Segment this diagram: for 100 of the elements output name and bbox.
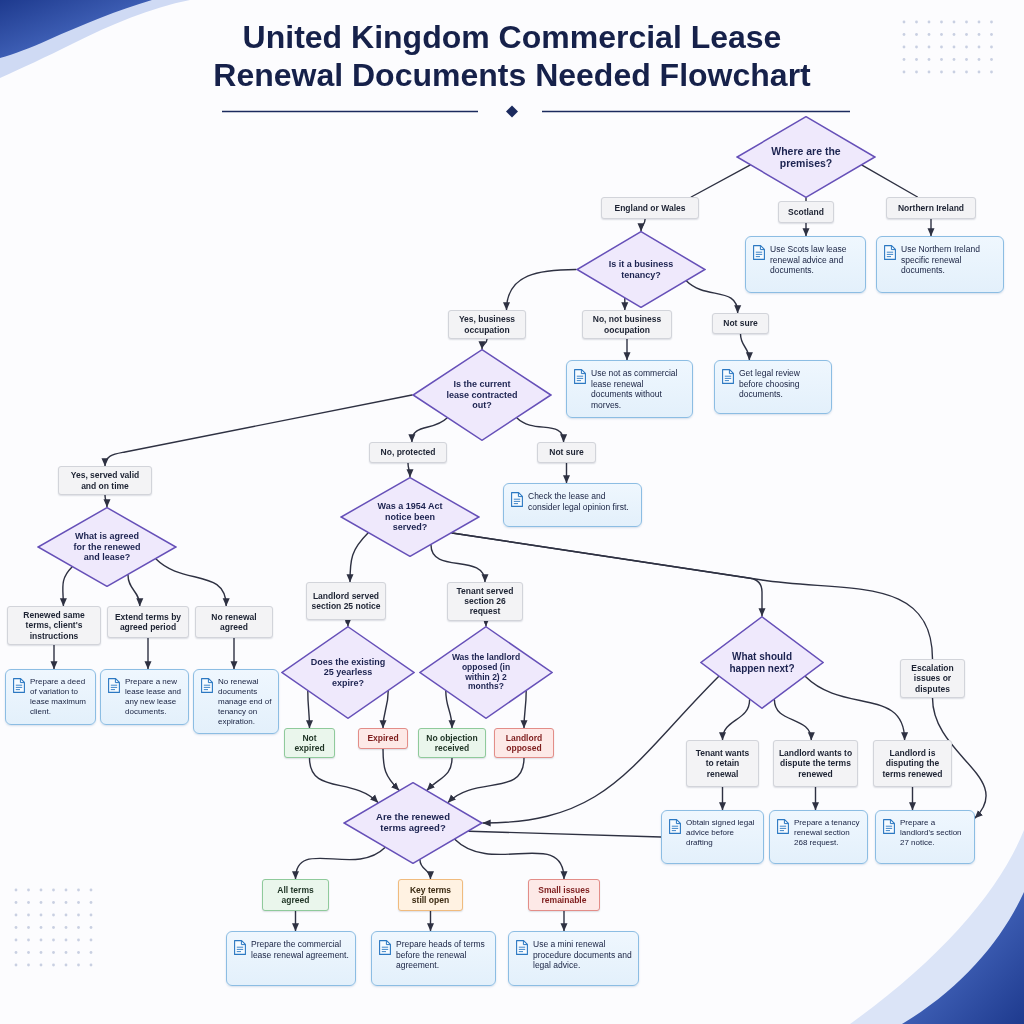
flow-arrow	[812, 786, 819, 811]
branch-label: Tenant wants to retain renewal	[686, 740, 759, 787]
flow-arrow	[520, 690, 528, 729]
result-text: Obtain signed legal advice before drafting	[686, 818, 756, 848]
flow-arrow	[293, 846, 386, 880]
result-card	[100, 669, 189, 725]
flow-arrow	[454, 838, 567, 880]
result-card	[714, 360, 832, 414]
flow-arrow	[479, 338, 488, 350]
flow-arrow	[482, 675, 720, 827]
decision-diamond	[700, 616, 824, 709]
decision-diamond	[576, 231, 706, 308]
result-text: Check the lease and consider legal opinion first.	[528, 491, 630, 513]
result-text: Prepare heads of terms before the renewal agreement.	[396, 939, 486, 971]
result-card	[876, 236, 1004, 293]
flow-arrow	[344, 618, 352, 627]
outcome-label: No objection received	[418, 728, 486, 758]
flow-arrow	[127, 574, 143, 607]
outcome-label: Landlord opposed	[494, 728, 554, 758]
branch-label: Renewed same terms, client's instructions	[7, 606, 101, 645]
result-text: No renewal documents manage end of tenancy on expiration.	[218, 677, 272, 727]
connector-line	[690, 164, 751, 198]
question-text: Is it a business tenancy?	[607, 259, 675, 280]
flow-arrow	[637, 218, 646, 232]
result-card	[875, 810, 975, 864]
result-text: Use Scots law lease renewal advice and documents.	[770, 244, 848, 276]
question-text: Is the current lease contracted out?	[445, 379, 519, 411]
branch-label: No renewal agreed	[195, 606, 273, 638]
flow-arrow	[909, 786, 916, 811]
result-text: Get legal review before choosing documents.	[739, 368, 801, 400]
result-card	[5, 669, 96, 725]
decision-diamond	[412, 349, 552, 441]
flow-arrow	[59, 566, 73, 607]
question-text: Was the landlord opposed (in within 2) 2 months?	[450, 652, 522, 693]
branch-label: No, not business oocupation	[582, 310, 672, 339]
flow-arrow	[292, 910, 299, 932]
flow-arrow	[719, 786, 726, 811]
flow-arrow	[305, 690, 313, 729]
flow-arrow	[739, 333, 753, 361]
decision-diamond	[736, 116, 876, 198]
flow-arrow	[447, 757, 525, 804]
question-text: What should happen next?	[728, 651, 796, 674]
flow-arrow	[346, 532, 369, 583]
flow-arrow	[230, 637, 238, 670]
result-card	[503, 483, 642, 527]
connector-line	[805, 197, 807, 202]
branch-label: Yes, served valid and on time	[58, 466, 152, 495]
branch-label: Yes, business occupation	[448, 310, 526, 339]
connector-line	[861, 164, 919, 198]
branch-label: Tenant served section 26 request	[447, 582, 523, 621]
result-text: Prepare a deed of variation to lease maximum client.	[30, 677, 87, 717]
result-card	[371, 931, 496, 986]
result-text: Use Northern Ireland specific renewal documents.	[901, 244, 981, 276]
outcome-label: Key terms still open	[398, 879, 463, 911]
branch-label: Northern Ireland	[886, 197, 976, 219]
result-text: Prepare a landlord's section 27 notice.	[900, 818, 963, 848]
result-text: Use a mini renewal procedure documents and legal advice.	[533, 939, 632, 971]
branch-label: Extend terms by agreed period	[107, 606, 189, 638]
connector-line	[468, 830, 662, 838]
flow-arrow	[430, 544, 488, 583]
result-text: Use not as commercial lease renewal documents without morves.	[591, 368, 679, 411]
result-text: Prepare the commercial lease renewal agreement.	[251, 939, 349, 961]
flow-arrow	[419, 859, 434, 880]
question-text: Does the existing 25 yearless expire?	[310, 657, 386, 688]
flow-arrow	[563, 462, 570, 484]
decision-diamond	[343, 782, 483, 864]
result-card	[508, 931, 639, 986]
result-card	[193, 669, 279, 734]
connector-line	[451, 532, 934, 660]
question-text: Was a 1954 Act notice been served?	[376, 501, 444, 533]
branch-label: No, protected	[369, 442, 447, 463]
result-card	[566, 360, 693, 418]
result-card	[661, 810, 764, 864]
flow-arrow	[719, 699, 751, 741]
branch-label: Landlord served section 25 notice	[306, 582, 386, 620]
flow-arrow	[685, 280, 741, 314]
branch-label: Escalation issues or disputes	[900, 659, 965, 698]
flow-arrow	[427, 910, 434, 932]
branch-label: Not sure	[537, 442, 596, 463]
decision-diamond	[419, 626, 553, 719]
flow-arrow	[102, 394, 413, 467]
title: United Kingdom Commercial Lease Renewal Documents Needed Flowchart	[212, 18, 812, 95]
result-text: Prepare a tenancy renewal section 268 request.	[794, 818, 861, 848]
outcome-label: Not expired	[284, 728, 335, 758]
branch-label: Scotland	[778, 201, 834, 223]
result-card	[769, 810, 868, 864]
flow-arrow	[927, 218, 935, 237]
flow-arrow	[560, 910, 568, 932]
flow-arrow	[802, 222, 810, 237]
flow-arrow	[931, 697, 987, 819]
question-text: What is agreed for the renewed and lease?	[72, 531, 142, 563]
branch-label: Not sure	[712, 313, 769, 334]
flow-arrow	[773, 699, 814, 741]
branch-label: Landlord is disputing the terms renewed	[873, 740, 952, 787]
question-text: Are the renewed terms agreed?	[375, 812, 451, 834]
branch-label: Landlord wants to dispute the terms renewed	[773, 740, 858, 787]
decision-diamond	[281, 626, 415, 719]
flow-arrow	[308, 757, 379, 804]
flow-arrow	[445, 690, 456, 729]
result-card	[226, 931, 356, 986]
